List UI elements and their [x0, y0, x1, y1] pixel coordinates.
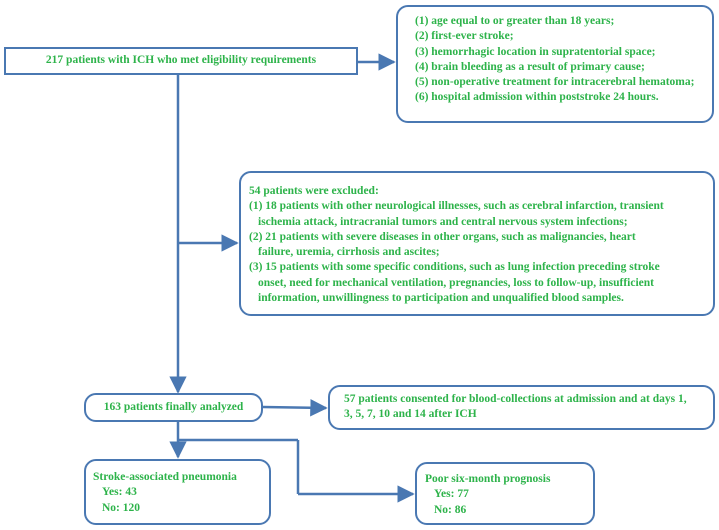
- excluded-title: 54 patients were excluded:: [249, 185, 379, 197]
- criteria-item: (3) hemorrhagic location in supratentori…: [415, 45, 656, 58]
- eligible-text: 217 patients with ICH who met eligibilit…: [45, 54, 317, 67]
- excluded-line: (1) 18 patients with other neurological …: [249, 200, 664, 213]
- pneumonia-yes: Yes: 43: [102, 486, 137, 499]
- blood-line: 57 patients consented for blood-collecti…: [344, 393, 687, 405]
- criteria-item: (5) non-operative treatment for intracer…: [415, 76, 695, 89]
- excluded-line: ischemia attack, intracranial tumors and…: [258, 215, 628, 228]
- criteria-item: (1) age equal to or greater than 18 year…: [415, 15, 615, 27]
- excluded-line: (2) 21 patients with severe diseases in …: [249, 230, 636, 243]
- criteria-item: (6) hospital admission within poststroke…: [415, 91, 659, 104]
- criteria-item: (4) brain bleeding as a result of primar…: [415, 60, 645, 73]
- blood-collection-box: 57 patients consented for blood-collecti…: [328, 385, 715, 430]
- excluded-line: information, unwillingness to participat…: [258, 292, 624, 305]
- criteria-box: (1) age equal to or greater than 18 year…: [396, 5, 714, 123]
- prognosis-box: Poor six-month prognosis Yes: 77 No: 86: [415, 462, 595, 525]
- eligible-box: 217 patients with ICH who met eligibilit…: [4, 47, 358, 75]
- prognosis-yes: Yes: 77: [434, 488, 469, 501]
- pneumonia-box: Stroke-associated pneumonia Yes: 43 No: …: [84, 459, 271, 525]
- prognosis-title: Poor six-month prognosis: [425, 473, 551, 485]
- excluded-box: 54 patients were excluded: (1) 18 patien…: [239, 171, 715, 316]
- criteria-item: (2) first-ever stroke;: [415, 30, 514, 43]
- prognosis-no: No: 86: [434, 503, 467, 516]
- excluded-line: onset, need for mechanical ventilation, …: [258, 276, 655, 289]
- arrow-to-blood: [262, 399, 328, 417]
- pneumonia-title: Stroke-associated pneumonia: [93, 471, 237, 483]
- analyzed-box: 163 patients finally analyzed: [84, 393, 263, 422]
- excluded-line: failure, uremia, cirrhosis and ascites;: [258, 246, 440, 259]
- blood-line: 3, 5, 7, 10 and 14 after ICH: [344, 408, 477, 421]
- pneumonia-no: No: 120: [102, 501, 141, 514]
- analyzed-text: 163 patients finally analyzed: [103, 400, 244, 413]
- excluded-line: (3) 15 patients with some specific condi…: [249, 261, 660, 274]
